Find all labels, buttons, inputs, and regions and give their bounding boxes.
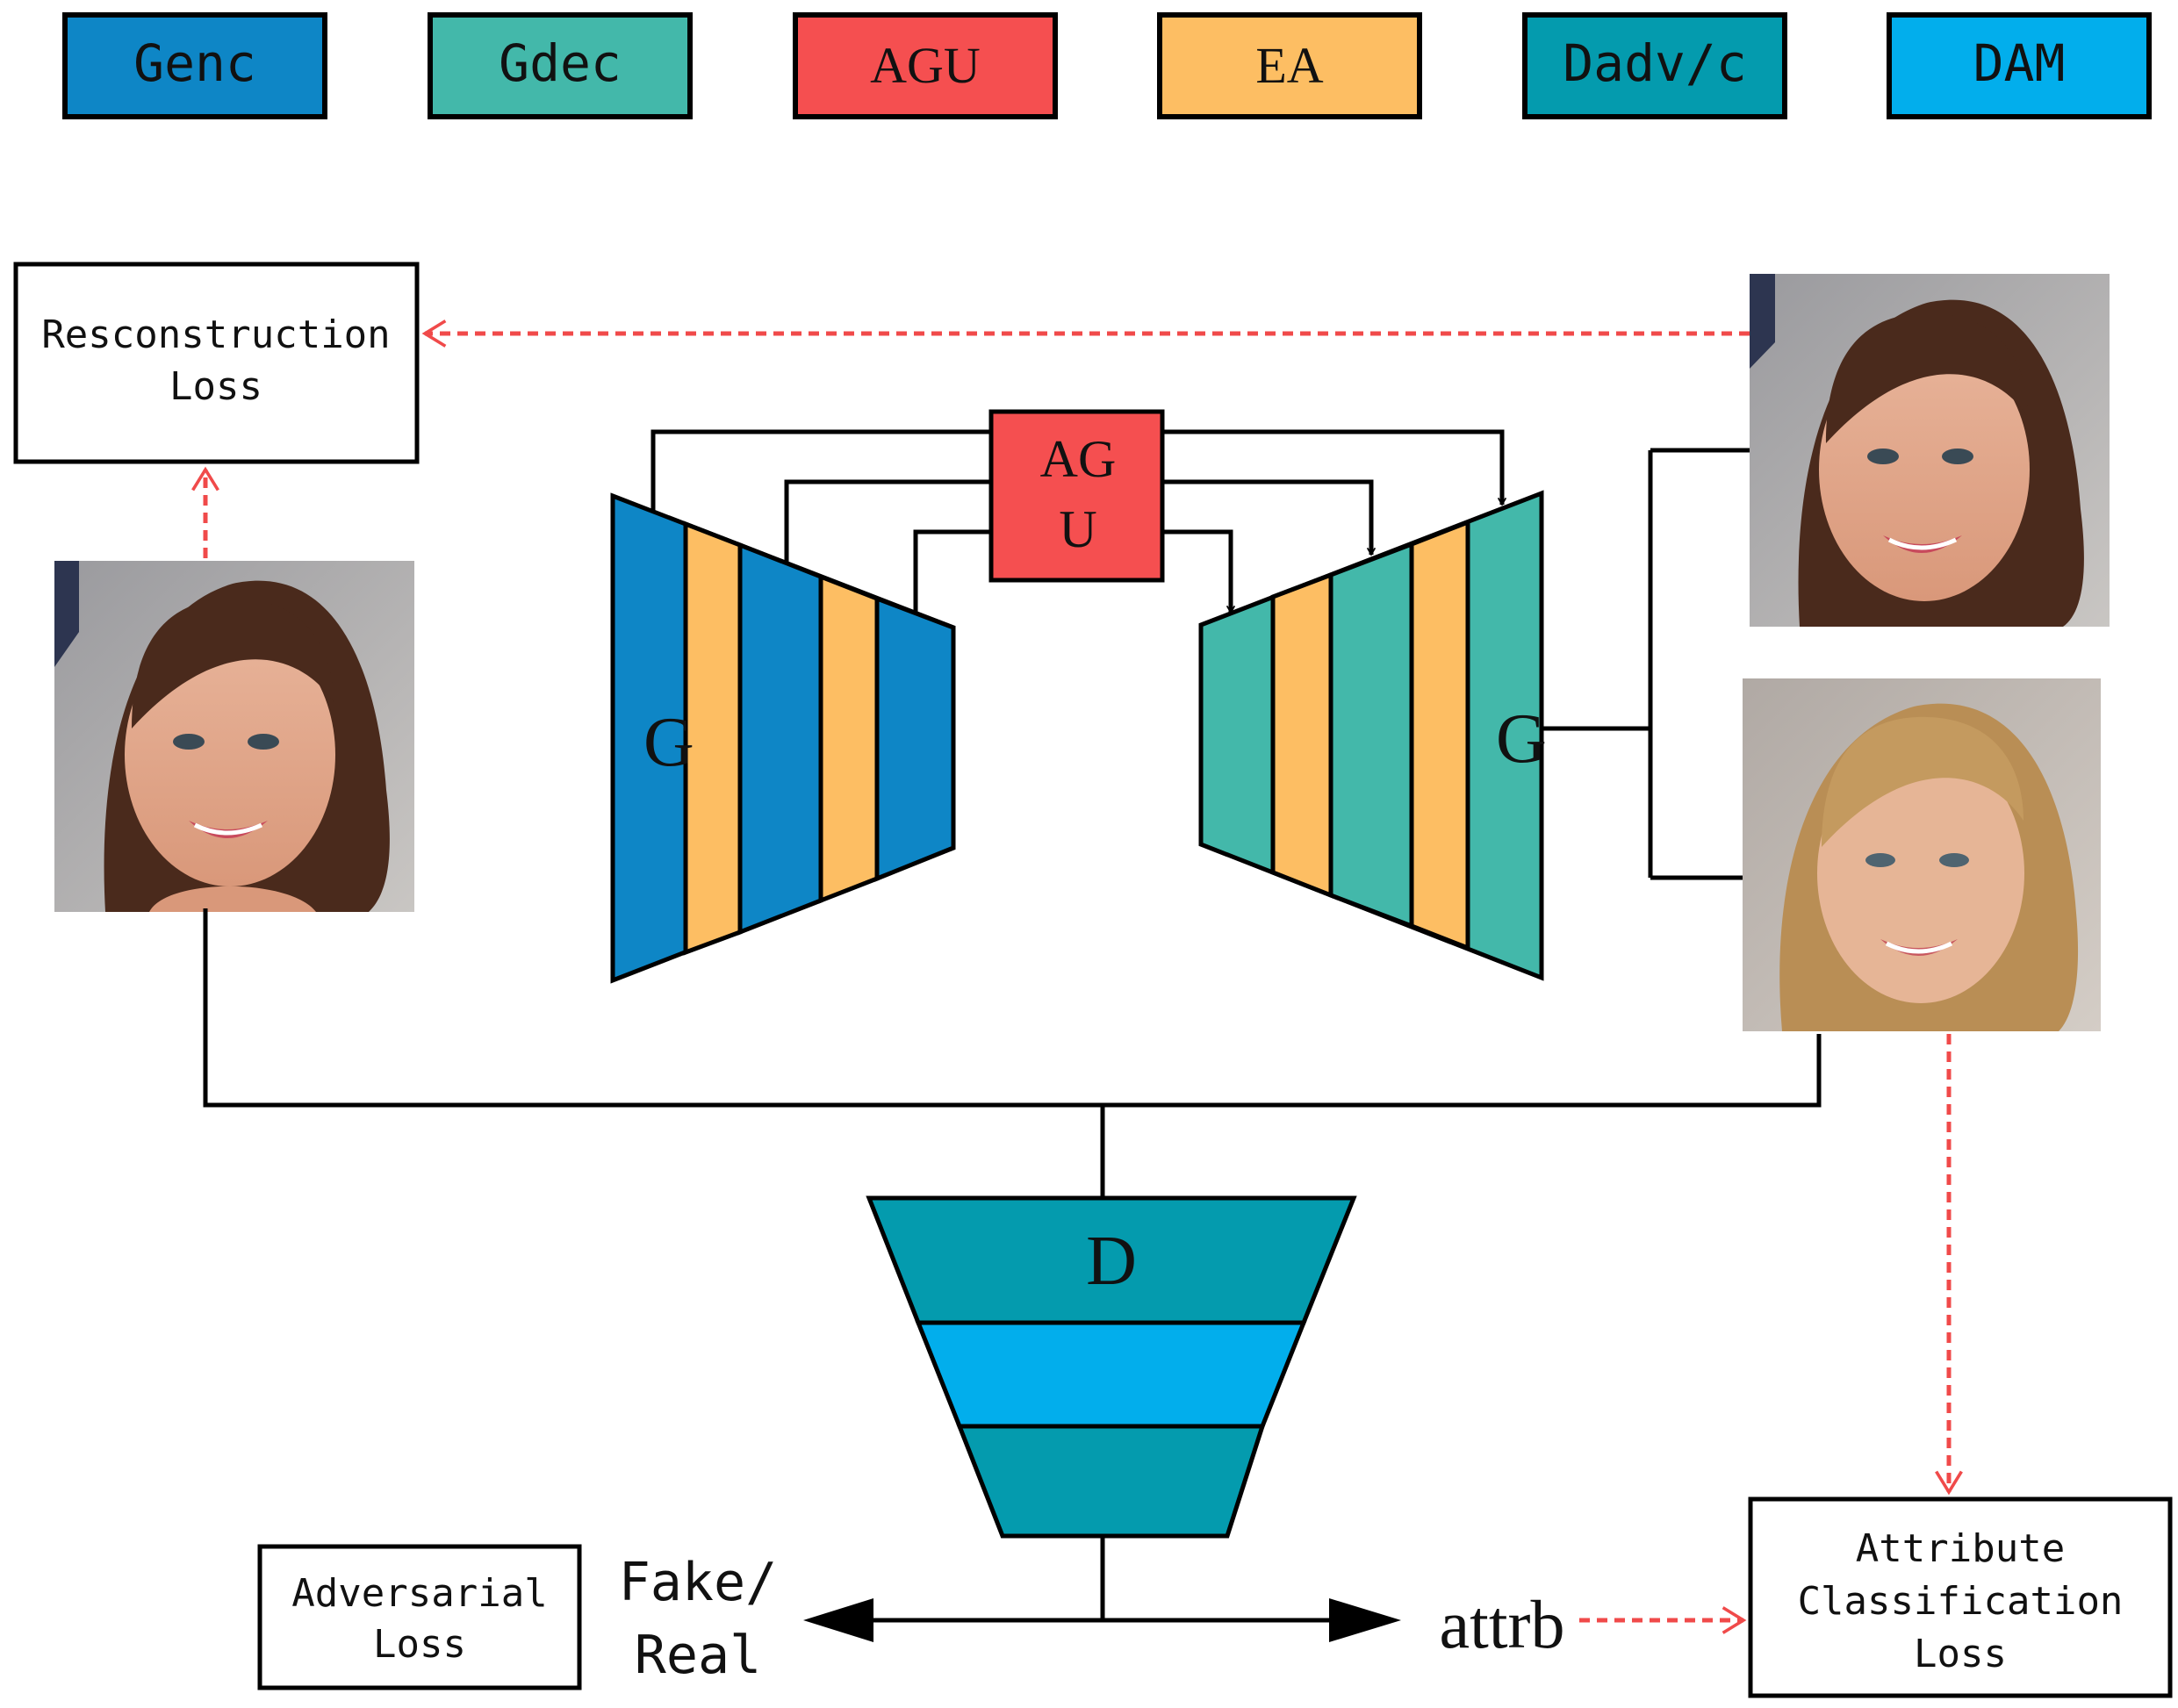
attribute-loss-line3: Loss bbox=[1914, 1632, 2007, 1676]
discriminator-label: D bbox=[1086, 1223, 1137, 1300]
adversarial-loss-line2: Loss bbox=[373, 1622, 466, 1667]
discriminator-input-lines bbox=[203, 908, 1822, 1198]
fake-real-label-line2: Real bbox=[635, 1625, 762, 1686]
encoder-generator: G bbox=[610, 492, 956, 984]
discriminator-output-lines bbox=[803, 1536, 1401, 1642]
arrow-left-head bbox=[803, 1598, 873, 1642]
legend-item-dam: DAM bbox=[1887, 12, 2152, 119]
legend-item-gdec: Gdec bbox=[428, 12, 693, 119]
reconstruction-loss-line1: Resconstruction bbox=[41, 312, 390, 357]
skip-connections bbox=[651, 429, 1507, 614]
legend-item-genc: Genc bbox=[62, 12, 327, 119]
agu-label-line2: U bbox=[1059, 500, 1096, 558]
legend-item-ea: EA bbox=[1157, 12, 1422, 119]
decoder-output-lines bbox=[1542, 448, 1750, 880]
attribute-loss-line2: Classification bbox=[1798, 1579, 2124, 1624]
legend: Genc Gdec AGU EA Dadv/c DAM bbox=[62, 12, 2152, 119]
adversarial-loss-box: Adversarial Loss bbox=[257, 1544, 582, 1690]
fake-real-label-line1: Fake/ bbox=[619, 1552, 778, 1613]
agu-label-line1: AG bbox=[1040, 430, 1117, 488]
legend-label-agu: AGU bbox=[870, 37, 981, 94]
reconstruction-loss-box: Resconstruction Loss bbox=[13, 262, 420, 464]
decoder-generator: G bbox=[1198, 490, 1547, 981]
legend-label-dam: DAM bbox=[1973, 33, 2066, 93]
arrow-right-head bbox=[1329, 1598, 1401, 1642]
legend-item-dadvc: Dadv/c bbox=[1522, 12, 1787, 119]
attribute-loss-line1: Attribute bbox=[1856, 1526, 2065, 1571]
discriminator: D bbox=[866, 1195, 1357, 1539]
encoder-label: G bbox=[643, 704, 694, 781]
legend-label-dadvc: Dadv/c bbox=[1563, 33, 1747, 93]
legend-item-agu: AGU bbox=[793, 12, 1058, 119]
reconstructed-face-image bbox=[1750, 274, 2110, 627]
reconstruction-loss-line2: Loss bbox=[169, 364, 262, 409]
agu-block: AG U bbox=[988, 409, 1165, 583]
input-face-image bbox=[54, 561, 414, 912]
legend-label-ea: EA bbox=[1255, 37, 1323, 94]
attribute-classification-loss-box: Attribute Classification Loss bbox=[1748, 1496, 2173, 1698]
decoder-label: G bbox=[1496, 700, 1547, 778]
loss-arrows bbox=[191, 319, 1963, 1634]
legend-label-genc: Genc bbox=[133, 33, 256, 93]
legend-label-gdec: Gdec bbox=[499, 33, 622, 93]
edited-face-image bbox=[1743, 678, 2101, 1031]
adversarial-loss-line1: Adversarial bbox=[291, 1571, 547, 1616]
attrb-label: attrb bbox=[1440, 1586, 1565, 1662]
